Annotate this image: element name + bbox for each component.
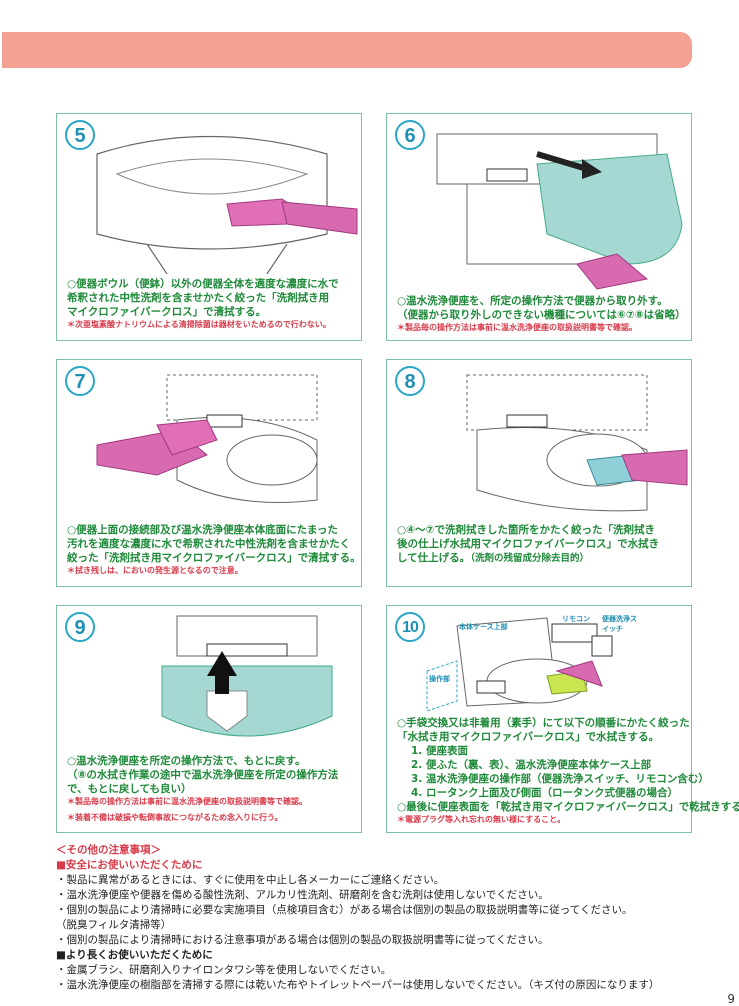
step-note: ＊電源プラグ等入れ忘れの無い様にすること。 [397,815,566,824]
water-wipe-illustration [426,617,613,712]
step-sub: （洗剤の残留成分除去目的） [470,553,589,564]
step-caption: ○便器上面の接続部及び温水洗浄便座本体底面にたまった 汚れを適度な濃度に水で希釈… [67,524,361,575]
step-note: ＊製品毎の操作方法は事前に温水洗浄便座の取扱説明書等で確認。 [397,323,637,332]
list-item: ・製品に異常があるときには、すぐに使用を中止し各メーカーにご連絡ください。 [56,874,445,886]
list-item: （脱臭フィルタ清掃等） [56,919,172,931]
seat-reattach-illustration [161,615,333,737]
page-number: 9 [727,992,735,1006]
step-panel-6: 6 ○温水洗浄便座を、所定の操作方法で便器から取り外す。 （便器から取り外しので… [386,113,692,341]
section-longevity: ■より長くお使いいただくために [56,949,213,961]
step-number: 8 [395,366,425,396]
step-panel-8: 8 ○④～⑦で洗剤拭きした箇所をかたく絞った「洗剤拭き 後の仕上げ水拭用マイクロ… [386,359,692,587]
step-panel-7: 7 ○便器上面の接続部及び温水洗浄便座本体底面にたまった 汚れを適度な濃度に水で… [56,359,362,587]
step-number: 5 [65,120,95,150]
finish-wipe-illustration [466,374,688,512]
list-item: 4. ロータンク上面及び側面（ロータンク式便器の場合） [411,787,678,799]
step-note: ＊拭き残しは、においの発生源となるので注意。 [67,566,243,575]
section-safety: ■安全にお使いいただくために [56,859,203,871]
step-panel-5: 5 ○便器ボウル（便鉢）以外の便器全体を適度な濃度に水で 希釈された中性洗剤を含… [56,113,362,341]
step-note: ＊製品毎の操作方法は事前に温水洗浄便座の取扱説明書等で確認。 [67,797,307,806]
list-item: 2. 便ふた（裏、表）、温水洗浄便座本体ケース上部 [411,759,652,771]
step-note: ＊次亜塩素酸ナトリウムによる清掃除菌は器材をいためるので行わない。 [67,320,331,329]
connection-wipe-illustration [96,374,318,503]
seat-removal-illustration [436,133,683,290]
label-case-top: 本体ケース上部 [459,623,508,631]
toilet-bowl-wipe-illustration [96,135,358,274]
list-item: ・個別の製品により清掃時における注意事項がある場合は個別の製品の取扱説明書等に従… [56,934,549,946]
step-caption: ○温水洗浄便座を、所定の操作方法で便器から取り外す。 （便器から取り外しのできな… [397,295,686,332]
list-item: ・温水洗浄便座の樹脂部を清掃する際には乾いた布やトイレットペーパーは使用しないで… [56,979,660,991]
step-number: 6 [395,120,425,150]
label-control: 操作部 [429,675,450,683]
step-caption: ○手袋交換又は非着用（素手）にて以下の順番にかたく絞った 「水拭き用マイクロファ… [397,717,739,824]
step-note: ＊装着不備は破損や転倒事故につながるため念入りに行う。 [67,813,283,822]
step-caption: ○便器ボウル（便鉢）以外の便器全体を適度な濃度に水で 希釈された中性洗剤を含ませ… [67,277,355,331]
label-remote: リモコン [562,615,590,623]
step-caption: ○④～⑦で洗剤拭きした箇所をかたく絞った「洗剤拭き 後の仕上げ水拭用マイクロファ… [397,524,660,564]
other-notes: ＜その他の注意事項＞ ■安全にお使いいただくために ・製品に異常があるときには、… [56,843,736,993]
list-item: ・金属ブラシ、研磨剤入りナイロンタワシ等を使用しないでください。 [56,964,392,976]
list-item: ・温水洗浄便座や便器を傷める酸性洗剤、アルカリ性洗剤、研磨剤を含む洗剤は使用しな… [56,889,549,901]
step-number: 7 [65,366,95,396]
header-banner [2,32,692,68]
list-item: 3. 温水洗浄便座の操作部（便器洗浄スイッチ、リモコン含む） [411,773,709,785]
step-number: 10 [395,612,425,642]
step-panel-10: 本体ケース上部 リモコン 便器洗浄スイッチ 操作部 10 ○手袋交換又は非着用（… [386,605,739,833]
step-number: 9 [65,612,95,642]
label-flush-switch: 便器洗浄スイッチ [602,615,637,633]
list-item: 1. 便座表面 [411,745,468,757]
list-item: ・個別の製品により清掃時に必要な実施項目（点検項目含む）がある場合は個別の製品の… [56,904,633,916]
step-panel-9: 9 ○温水洗浄便座を所定の操作方法で、もとに戻す。 （⑧の水拭き作業の途中で温水… [56,605,362,833]
notes-heading: ＜その他の注意事項＞ [56,844,161,856]
step-caption: ○温水洗浄便座を所定の操作方法で、もとに戻す。 （⑧の水拭き作業の途中で温水洗浄… [67,754,355,824]
